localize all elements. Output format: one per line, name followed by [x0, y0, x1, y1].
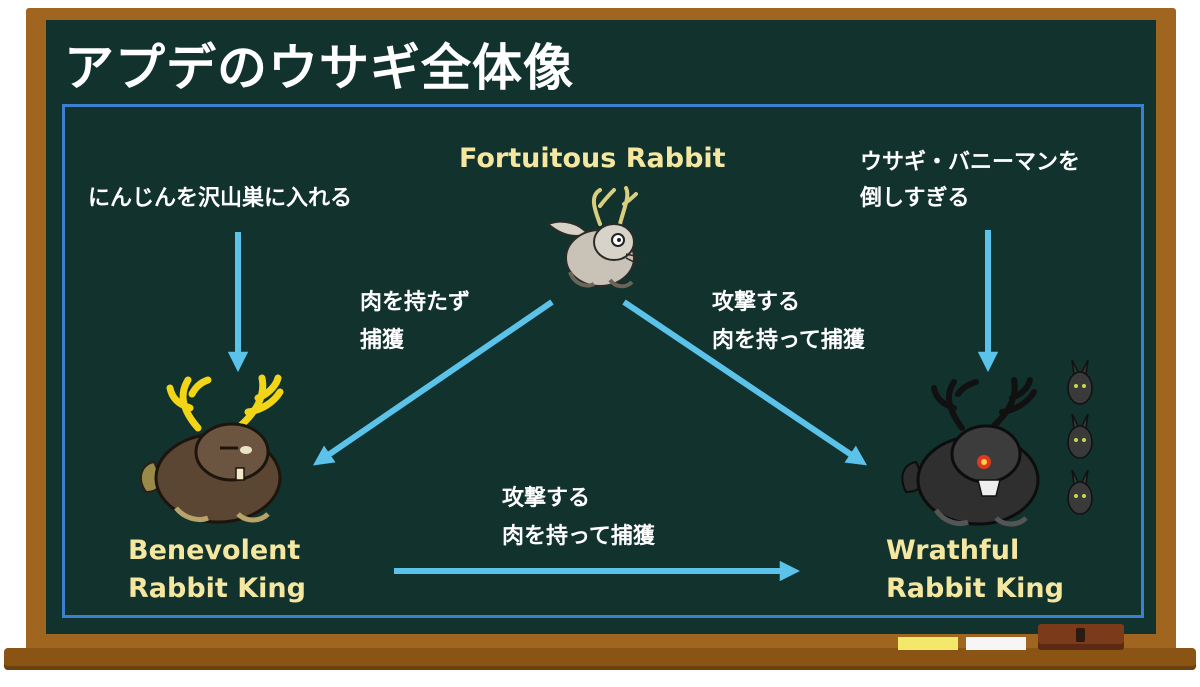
- benevolent-label-line1: Benevolent: [128, 535, 301, 566]
- wrathful-rabbit-king-icon: [901, 377, 1040, 527]
- condition-bottom-line2: 肉を持って捕獲: [502, 524, 655, 549]
- condition-attack-line1: 攻撃する: [712, 290, 801, 315]
- bunnyman-icon: [1067, 359, 1093, 515]
- condition-kills-line1: ウサギ・バニーマンを: [860, 150, 1081, 175]
- page-title: アプデのウサギ全体像: [64, 39, 574, 97]
- white-chalk: [966, 637, 1026, 650]
- wrathful-label-line1: Wrathful: [886, 535, 1020, 566]
- eraser-handle: [1076, 628, 1085, 642]
- condition-kills-line2: 倒しすぎる: [860, 186, 970, 211]
- benevolent-rabbit-king-icon: [139, 374, 284, 524]
- condition-carrots: にんじんを沢山巣に入れる: [88, 186, 353, 211]
- condition-no-meat-line1: 肉を持たず: [360, 290, 471, 315]
- chalk-ledge: [4, 648, 1196, 670]
- fortuitous-rabbit-label: Fortuitous Rabbit: [459, 143, 726, 174]
- condition-no-meat-line2: 捕獲: [360, 328, 405, 353]
- condition-attack-line2: 肉を持って捕獲: [712, 328, 865, 353]
- chalkboard-surface: [46, 20, 1156, 634]
- condition-bottom-line1: 攻撃する: [502, 486, 591, 511]
- arrow-fortuitous-to-wrathful: [622, 299, 868, 466]
- benevolent-label-line2: Rabbit King: [128, 573, 306, 604]
- arrow-fortuitous-to-benevolent: [312, 299, 554, 466]
- wrathful-label-line2: Rabbit King: [886, 573, 1064, 604]
- yellow-chalk: [898, 637, 958, 650]
- fortuitous-rabbit-icon: [546, 186, 645, 289]
- diagram-panel: [62, 104, 1144, 618]
